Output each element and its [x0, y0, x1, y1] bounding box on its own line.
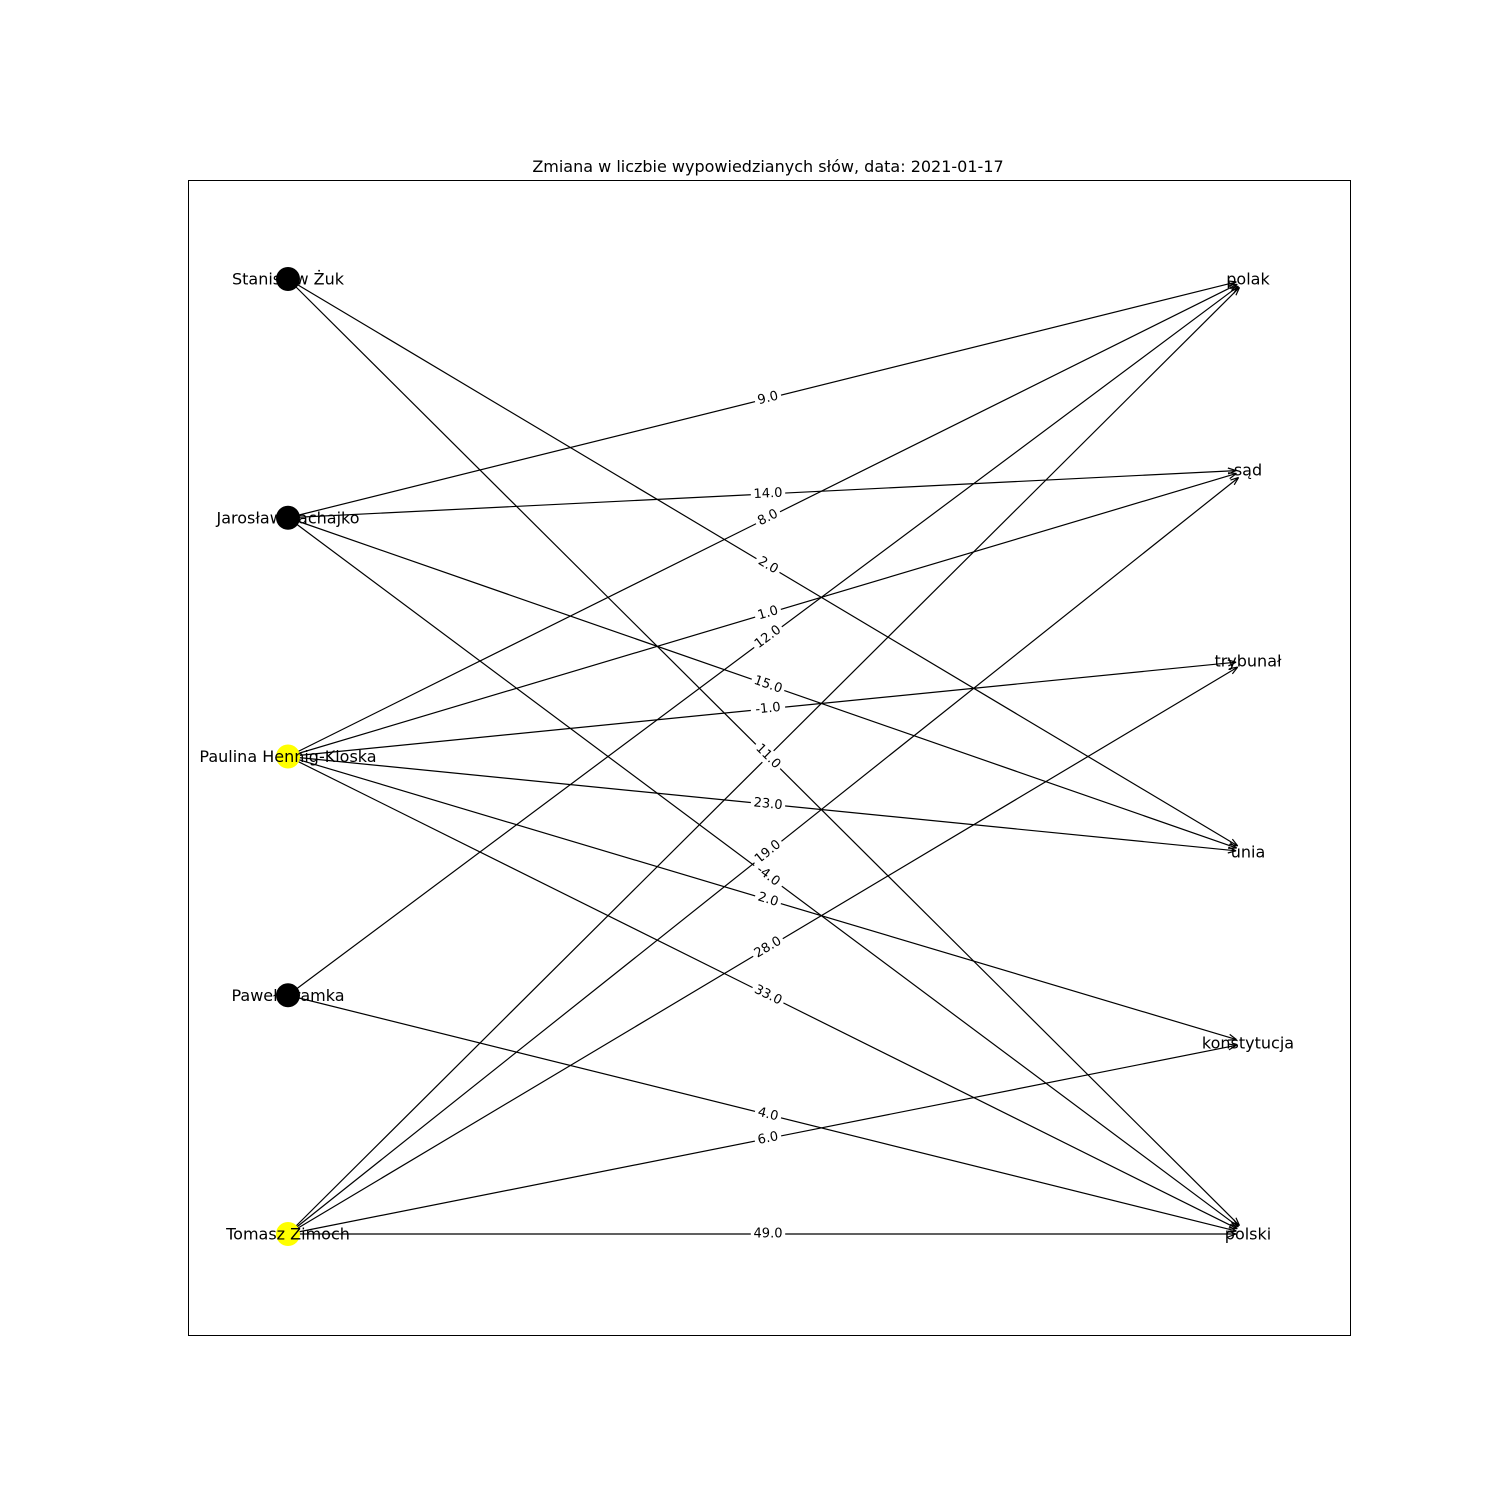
- edge-label-background: [753, 1103, 783, 1126]
- person-label-zuk: Stanisław Żuk: [232, 270, 345, 289]
- edge-arrow-tip: [1227, 850, 1237, 854]
- edge-arrow-tip: [1227, 1038, 1237, 1041]
- edge-label-group: 2.0: [752, 888, 784, 912]
- edge-label-group: 49.0: [750, 1226, 786, 1242]
- edge-label: 9.0: [756, 389, 780, 409]
- edge-label: 4.0: [756, 1105, 780, 1125]
- edge-arrow-tip: [1235, 1217, 1241, 1226]
- edge-arrow-tip: [1229, 666, 1238, 670]
- edge-label-background: [750, 1226, 786, 1242]
- edge-label-group: 23.0: [750, 794, 786, 814]
- edge-arrow-tip: [1231, 838, 1239, 847]
- edge-label-background: [750, 794, 786, 814]
- edge-arrow-tip: [1227, 1043, 1237, 1046]
- edge-label-background: [753, 1128, 783, 1149]
- edge-arrow-tip: [1227, 659, 1237, 663]
- plot-frame: [188, 180, 1351, 1336]
- word-label-unia: unia: [1231, 843, 1266, 862]
- edge-arrow-tip: [1233, 1219, 1239, 1228]
- edge-label-background: [750, 485, 786, 503]
- edge-arrow-tip: [1227, 280, 1237, 283]
- edge-label: -1.0: [755, 700, 782, 717]
- edge-label-background: [749, 671, 787, 699]
- person-node-zuk: [276, 267, 300, 291]
- edge-label-background: [749, 980, 787, 1011]
- word-label-trybunal: trybunał: [1214, 652, 1282, 671]
- edge-label-background: [752, 601, 784, 625]
- edge-label-group: 9.0: [753, 387, 783, 410]
- edge-label: 1.0: [756, 603, 780, 623]
- person-node-kloska: [276, 744, 300, 769]
- person-node-bramka: [276, 983, 300, 1008]
- edge-arrow-tip: [1228, 661, 1237, 667]
- person-node-tachajko: [276, 505, 300, 530]
- edge-label-background: [752, 551, 784, 580]
- word-label-polak: polak: [1226, 270, 1270, 289]
- edge-arrow-tip: [1229, 842, 1238, 849]
- edge-labels-layer: 9.014.08.02.01.012.015.0-1.011.023.019.0…: [749, 387, 787, 1242]
- edge-arrow-tip: [1230, 476, 1239, 481]
- edge-label: 14.0: [753, 486, 783, 502]
- edge-label-background: [753, 387, 783, 410]
- edge-label-group: 1.0: [752, 601, 784, 625]
- edge-label-background: [749, 620, 787, 654]
- edge-arrow-tip: [1228, 1225, 1237, 1232]
- edge-label-background: [752, 504, 784, 531]
- edge-label-group: -1.0: [750, 699, 786, 719]
- edge-arrow-tip: [1231, 666, 1239, 675]
- word-label-sad: sąd: [1234, 461, 1262, 480]
- edge-arrow-tip: [1229, 472, 1237, 480]
- edge-label-background: [752, 888, 784, 912]
- edge-label-group: 4.0: [753, 1103, 783, 1126]
- edge-label: 23.0: [753, 795, 783, 813]
- person-label-kloska: Paulina Hennig-Kloska: [199, 747, 376, 766]
- edge-arrow-tip: [1227, 467, 1237, 472]
- person-label-tachajko: Jarosław Sachajko: [215, 508, 359, 527]
- edge-arrow-tip: [1229, 1033, 1237, 1041]
- edge-label: 6.0: [756, 1129, 779, 1148]
- edge-label: 2.0: [756, 890, 780, 910]
- edge-arrow-tip: [1233, 477, 1240, 486]
- edge-label-background: [749, 931, 787, 964]
- edge-arrow-tip: [1230, 1221, 1238, 1230]
- person-node-zimoch: [276, 1222, 300, 1246]
- edge-arrow-tip: [1227, 1233, 1237, 1238]
- edge-label-group: 8.0: [752, 504, 784, 531]
- word-label-konstytucja: konstytucja: [1202, 1034, 1294, 1053]
- edge-arrow-tip: [1227, 472, 1237, 475]
- nodes-layer: [276, 267, 300, 1246]
- edge-arrow-tip: [1228, 846, 1237, 852]
- word-label-polski: polski: [1225, 1225, 1271, 1244]
- edge-arrow-tip: [1230, 285, 1239, 290]
- edge-label-background: [750, 738, 786, 775]
- edge-arrow-tip: [1235, 287, 1241, 296]
- chart-title: Zmiana w liczbie wypowiedzianych słów, d…: [532, 157, 1003, 176]
- edge-label-group: 6.0: [753, 1128, 783, 1149]
- edge-arrow-tip: [1231, 286, 1240, 292]
- edge-label-background: [749, 859, 787, 893]
- edge-arrow-tip: [1227, 1230, 1237, 1235]
- edge-arrow-tip: [1228, 1044, 1237, 1051]
- edge-arrow-tip: [1228, 283, 1238, 286]
- edge-label-background: [750, 699, 786, 719]
- edge-label-group: 14.0: [750, 485, 786, 503]
- edge-label: 49.0: [754, 1227, 783, 1242]
- person-label-zimoch: Tomasz Zimoch: [225, 1225, 350, 1244]
- person-label-bramka: Paweł Bramka: [231, 986, 344, 1005]
